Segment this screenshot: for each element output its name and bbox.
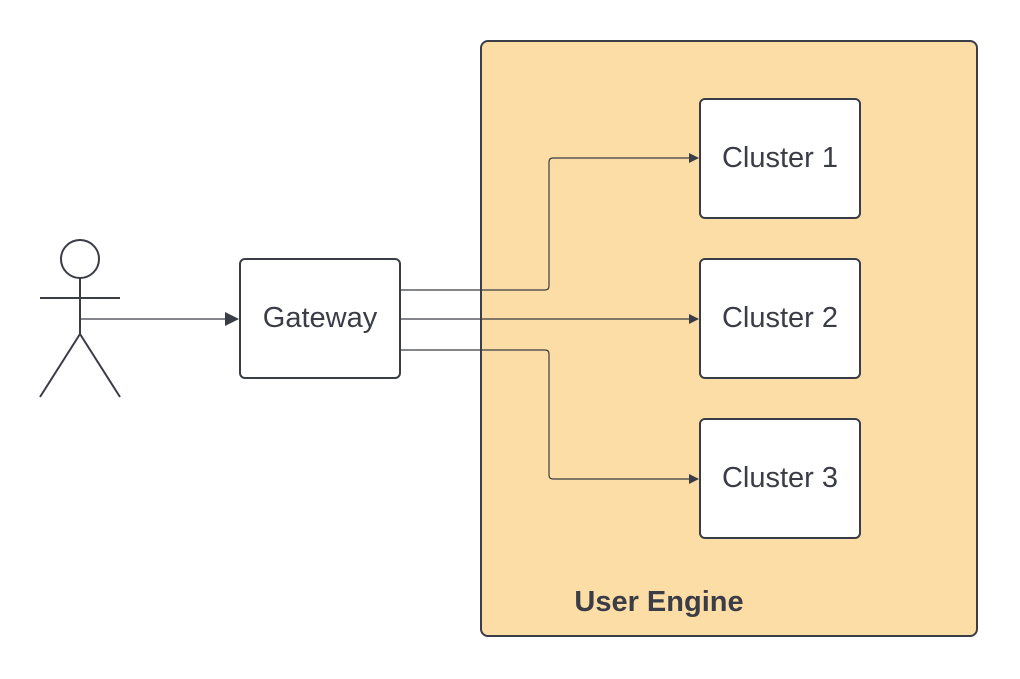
- user-engine-label: User Engine: [574, 586, 744, 618]
- stick-figure-user-icon: [39, 239, 121, 398]
- cluster-3-node[interactable]: Cluster 3: [699, 418, 861, 539]
- cluster-2-node[interactable]: Cluster 2: [699, 258, 861, 379]
- edge-gateway-to-cluster-1: [401, 153, 699, 291]
- gateway-node[interactable]: Gateway: [239, 258, 401, 379]
- cluster-1-node[interactable]: Cluster 1: [699, 98, 861, 219]
- edge-gateway-to-cluster-3: [401, 349, 699, 484]
